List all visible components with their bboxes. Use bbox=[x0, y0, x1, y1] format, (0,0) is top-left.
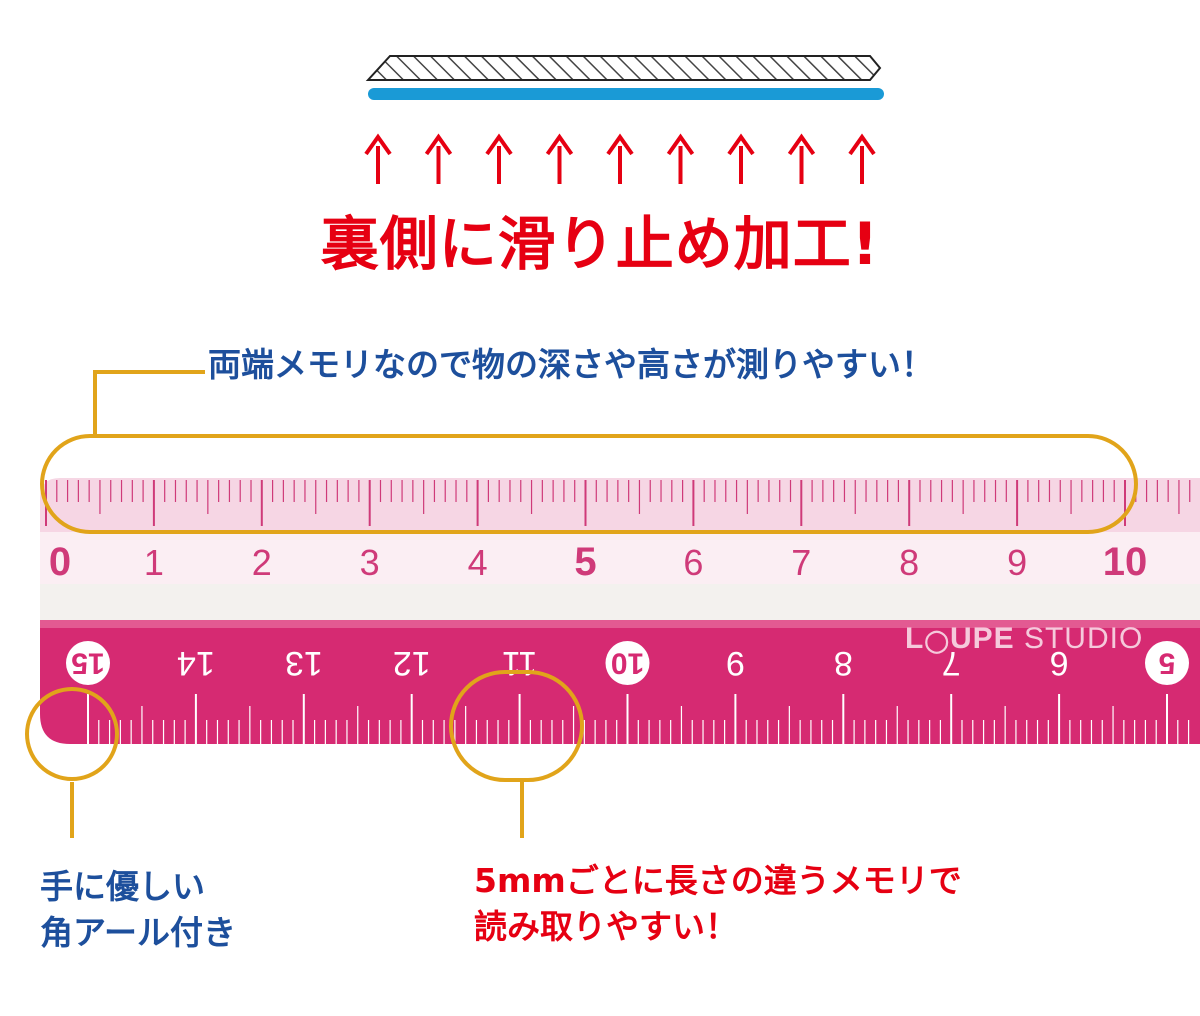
top-scale-label: 2 bbox=[252, 542, 272, 583]
top-scale-label: 10 bbox=[1103, 540, 1148, 584]
graduations-callout: 5mmごとに長さの違うメモリで 読み取りやすい！ bbox=[474, 858, 962, 950]
ruler-clear-strip bbox=[40, 584, 1200, 620]
arrow-up-icon bbox=[606, 133, 634, 184]
top-tick-marks bbox=[45, 480, 1191, 526]
top-scale-label: 3 bbox=[360, 542, 380, 583]
bottom-scale-labels: 15 14 13 12 11 10 9 8 7 6 5 bbox=[66, 641, 1189, 685]
ruler-cross-section bbox=[365, 55, 882, 81]
bottom-scale-label: 12 bbox=[393, 644, 431, 682]
top-scale-label: 6 bbox=[683, 542, 703, 583]
top-scale-label: 9 bbox=[1007, 542, 1027, 583]
arrow-up-icon bbox=[666, 133, 695, 184]
circled-mark bbox=[66, 641, 110, 685]
graduations-line-2: 読み取りやすい！ bbox=[474, 907, 738, 946]
watermark: L◯UPE STUDIO bbox=[905, 622, 1144, 655]
arrow-up-icon bbox=[364, 133, 392, 184]
non-slip-layer bbox=[368, 88, 884, 100]
ruler-number-band bbox=[40, 532, 1200, 584]
top-scale-labels: 0 1 2 3 4 5 6 7 8 9 10 bbox=[49, 540, 1147, 584]
graduations-line-1: 5mmごとに長さの違うメモリで bbox=[474, 861, 962, 900]
bottom-tick-marks bbox=[87, 694, 1190, 744]
bottom-scale-label: 14 bbox=[177, 644, 215, 682]
top-scale-label: 4 bbox=[468, 542, 488, 583]
rounded-corner-line-1: 手に優しい bbox=[40, 867, 205, 906]
arrow-up-icon bbox=[727, 133, 755, 184]
rounded-corner-line-2: 角アール付き bbox=[40, 913, 237, 952]
tick-highlight bbox=[449, 670, 584, 782]
top-scale-label: 8 bbox=[899, 542, 919, 583]
top-scale-highlight bbox=[40, 434, 1138, 534]
top-scale-label: 7 bbox=[791, 542, 811, 583]
arrow-up-icon bbox=[485, 133, 513, 184]
bottom-scale-label: 13 bbox=[285, 644, 323, 682]
bottom-scale-label: 8 bbox=[834, 644, 853, 682]
circled-mark bbox=[605, 641, 650, 685]
both-ends-callout: 両端メモリなので物の深さや高さが測りやすい！ bbox=[208, 345, 934, 384]
top-scale-label: 5 bbox=[574, 540, 596, 584]
arrow-up-icon bbox=[848, 133, 876, 184]
corner-highlight bbox=[25, 687, 119, 781]
bottom-scale-label: 6 bbox=[1050, 644, 1069, 682]
top-scale-label: 0 bbox=[49, 540, 71, 584]
bottom-scale-label: 5 bbox=[1159, 647, 1176, 680]
headline: 裏側に滑り止め加工! bbox=[320, 210, 880, 278]
circled-mark bbox=[1145, 641, 1189, 685]
bottom-scale-label: 10 bbox=[611, 647, 644, 680]
top-scale-label: 1 bbox=[144, 542, 164, 583]
rounded-corner-callout: 手に優しい 角アール付き bbox=[40, 864, 236, 956]
arrow-up-icon bbox=[424, 133, 453, 184]
bottom-scale-label: 7 bbox=[942, 644, 961, 682]
arrow-up-icon bbox=[545, 133, 574, 184]
arrow-up-icon bbox=[787, 133, 816, 184]
top-callout-leader bbox=[93, 370, 205, 434]
bottom-scale-label: 15 bbox=[71, 647, 104, 680]
bottom-scale-label: 11 bbox=[502, 644, 537, 682]
bottom-scale-label: 9 bbox=[726, 644, 745, 682]
